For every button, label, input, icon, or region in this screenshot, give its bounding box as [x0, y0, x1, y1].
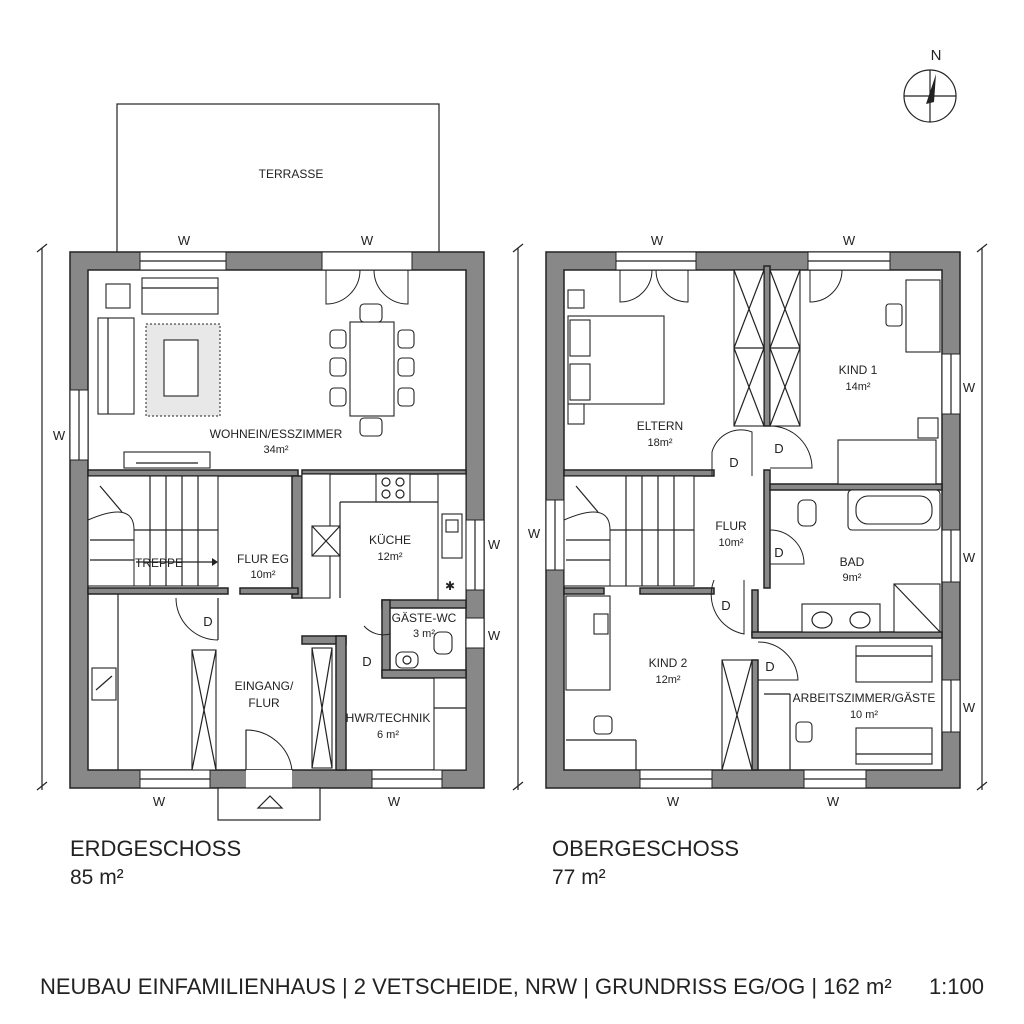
og-room-kind1-area: 14m²: [845, 381, 870, 393]
og-window-mark: W: [843, 233, 856, 248]
eg-door-mark: D: [203, 614, 212, 629]
eg-room-flur-area: 10m²: [250, 569, 275, 581]
og-staircase: [563, 475, 695, 587]
eg-room-wc-area: 3 m²: [413, 628, 435, 640]
eg-window-mark: W: [488, 537, 501, 552]
eg-room-hwr-area: 6 m²: [377, 729, 399, 741]
svg-text:✱: ✱: [445, 579, 455, 593]
eg-window-mark: W: [153, 794, 166, 809]
footer-title: NEUBAU EINFAMILIENHAUS | 2 VETSCHEIDE, N…: [40, 974, 892, 999]
ground-floor-plan: TERRASSE: [36, 103, 485, 821]
eg-room-wohnen: WOHNEIN/ESSZIMMER: [210, 427, 343, 441]
eg-window-mark: W: [488, 628, 501, 643]
upper-floor-plan: [512, 243, 988, 791]
og-room-flur: FLUR: [715, 519, 747, 533]
eg-room-wohnen-area: 34m²: [263, 444, 288, 456]
eg-room-flur: FLUR EG: [237, 552, 289, 566]
og-room-flur-area: 10m²: [718, 537, 743, 549]
eg-room-wc: GÄSTE-WC: [392, 611, 457, 625]
compass-north-label: N: [931, 47, 942, 64]
eg-room-hwr: HWR/TECHNIK: [346, 711, 431, 725]
og-door-mark: D: [774, 545, 783, 560]
north-arrow-icon: [926, 74, 936, 104]
og-room-eltern: ELTERN: [637, 419, 683, 433]
terrace-label: TERRASSE: [259, 167, 324, 181]
og-room-bad: BAD: [840, 555, 865, 569]
eg-room-eingang: EINGANG/: [235, 679, 294, 693]
eg-window-mark: W: [53, 428, 66, 443]
og-room-eltern-area: 18m²: [647, 437, 672, 449]
og-room-kind1: KIND 1: [839, 363, 878, 377]
og-floor-area: 77 m²: [552, 866, 606, 889]
og-door-mark: D: [774, 441, 783, 456]
og-door-mark: D: [765, 659, 774, 674]
compass: N: [903, 47, 957, 123]
eg-floor-name: ERDGESCHOSS: [70, 836, 241, 861]
og-window-mark: W: [667, 794, 680, 809]
og-room-arbeitszimmer: ARBEITSZIMMER/GÄSTE: [793, 691, 936, 705]
og-floor-name: OBERGESCHOSS: [552, 836, 739, 861]
og-room-arbeitszimmer-area: 10 m²: [850, 709, 878, 721]
og-door-mark: D: [721, 598, 730, 613]
og-window-mark: W: [651, 233, 664, 248]
og-window-mark: W: [963, 380, 976, 395]
eg-staircase: [87, 475, 219, 587]
eg-room-kueche: KÜCHE: [369, 533, 411, 547]
eg-room-eingang-2: FLUR: [248, 696, 280, 710]
eg-floor-area: 85 m²: [70, 866, 124, 889]
eg-window-mark: W: [178, 233, 191, 248]
og-room-kind2-area: 12m²: [655, 674, 680, 686]
og-window-mark: W: [528, 526, 541, 541]
og-door-mark: D: [729, 455, 738, 470]
eg-window-mark: W: [361, 233, 374, 248]
eg-room-kueche-area: 12m²: [377, 551, 402, 563]
og-window-mark: W: [963, 550, 976, 565]
og-room-bad-area: 9m²: [843, 572, 862, 584]
eg-window-mark: W: [388, 794, 401, 809]
og-window-mark: W: [963, 700, 976, 715]
eg-door-mark: D: [362, 654, 371, 669]
og-window-mark: W: [827, 794, 840, 809]
footer-scale: 1:100: [929, 974, 984, 999]
eg-room-treppe: TREPPE: [135, 556, 183, 570]
og-room-kind2: KIND 2: [649, 656, 688, 670]
